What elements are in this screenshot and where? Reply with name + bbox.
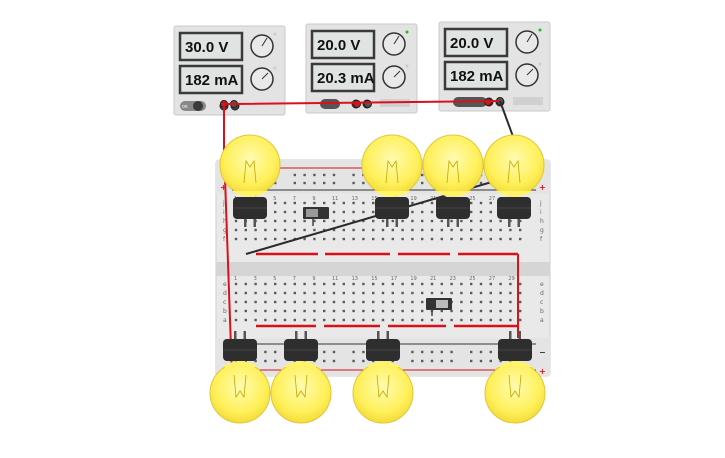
row-label: f bbox=[540, 236, 543, 243]
light-bulb-icon[interactable] bbox=[209, 331, 271, 424]
row-label: h bbox=[223, 218, 227, 225]
current-knob-icon[interactable] bbox=[515, 63, 539, 87]
row-label: d bbox=[223, 290, 227, 297]
voltage-knob-icon[interactable] bbox=[515, 30, 539, 54]
voltage-knob-icon[interactable] bbox=[382, 32, 406, 56]
voltage-readout: 20.0 V bbox=[317, 37, 360, 54]
indicator-led bbox=[273, 32, 277, 36]
board-wires bbox=[256, 252, 518, 328]
current-knob-icon[interactable] bbox=[250, 67, 274, 91]
light-bulb-icon[interactable] bbox=[483, 134, 545, 227]
voltage-display: 20.0 V bbox=[443, 27, 509, 58]
column-label: 29 bbox=[508, 276, 514, 282]
current-readout: 182 mA bbox=[185, 72, 239, 89]
column-label: 25 bbox=[469, 196, 475, 202]
column-label: 7 bbox=[293, 276, 296, 282]
column-label: 27 bbox=[489, 196, 495, 202]
voltage-readout: 30.0 V bbox=[185, 39, 228, 56]
row-label: j bbox=[539, 200, 542, 207]
column-label: 11 bbox=[332, 196, 338, 202]
column-label: 1 bbox=[234, 276, 237, 282]
row-label: f bbox=[223, 236, 226, 243]
column-label: 19 bbox=[410, 276, 416, 282]
light-bulb-icon[interactable] bbox=[219, 134, 281, 227]
voltage-display: 30.0 V bbox=[178, 31, 244, 62]
power-switch-icon[interactable]: on bbox=[180, 101, 206, 111]
light-bulb-icon[interactable] bbox=[361, 134, 423, 227]
row-label: a bbox=[223, 317, 227, 324]
column-label: 25 bbox=[469, 276, 475, 282]
power-supply[interactable]: 20.0 V 182 mA bbox=[438, 21, 551, 112]
row-label: c bbox=[223, 299, 226, 306]
light-bulb-icon[interactable] bbox=[352, 331, 414, 424]
voltage-display: 20.0 V bbox=[310, 29, 376, 60]
light-bulb-icon[interactable] bbox=[270, 331, 332, 424]
indicator-led bbox=[538, 62, 542, 66]
column-label: 13 bbox=[352, 196, 358, 202]
row-label: a bbox=[540, 317, 544, 324]
column-label: 5 bbox=[273, 196, 276, 202]
row-label: j bbox=[222, 200, 225, 207]
row-label: h bbox=[540, 218, 544, 225]
voltage-readout: 20.0 V bbox=[450, 35, 493, 52]
row-label: g bbox=[223, 227, 227, 234]
row-label: i bbox=[540, 209, 542, 216]
row-label: i bbox=[223, 209, 225, 216]
column-label: 27 bbox=[489, 276, 495, 282]
rail-plus-label-top: + bbox=[220, 183, 227, 192]
indicator-led bbox=[273, 66, 277, 70]
current-display: 20.3 mA bbox=[310, 62, 376, 93]
column-label: 21 bbox=[430, 276, 436, 282]
column-label: 7 bbox=[293, 196, 296, 202]
column-label: 3 bbox=[254, 276, 257, 282]
rail-plus-label-bottom-right: + bbox=[539, 367, 546, 376]
current-knob-icon[interactable] bbox=[382, 65, 406, 89]
power-supply[interactable]: 30.0 V 182 mA on bbox=[173, 25, 286, 116]
column-label: 19 bbox=[410, 196, 416, 202]
power-switch-label: on bbox=[182, 104, 188, 110]
row-label: g bbox=[540, 227, 544, 234]
indicator-led bbox=[538, 28, 542, 32]
wire-red-left bbox=[223, 149, 233, 377]
row-label: c bbox=[540, 299, 543, 306]
column-label: 9 bbox=[312, 196, 315, 202]
current-display: 182 mA bbox=[443, 60, 509, 91]
slide-switch-icon[interactable] bbox=[303, 207, 329, 226]
wire-red-top bbox=[224, 100, 501, 105]
indicator-led bbox=[405, 64, 409, 68]
slide-switch-icon[interactable] bbox=[426, 298, 452, 316]
column-label: 23 bbox=[450, 276, 456, 282]
column-label: 17 bbox=[391, 276, 397, 282]
current-readout: 20.3 mA bbox=[317, 70, 375, 87]
column-label: 9 bbox=[312, 276, 315, 282]
rail-plus-label-top-right: + bbox=[539, 183, 546, 192]
column-label: 15 bbox=[371, 276, 377, 282]
column-label: 15 bbox=[371, 196, 377, 202]
row-label: b bbox=[223, 308, 227, 315]
power-supply[interactable]: 20.0 V 20.3 mA bbox=[305, 23, 418, 114]
column-label: 11 bbox=[332, 276, 338, 282]
column-label: 13 bbox=[352, 276, 358, 282]
voltage-knob-icon[interactable] bbox=[250, 34, 274, 58]
current-readout: 182 mA bbox=[450, 68, 504, 85]
row-label: b bbox=[540, 308, 544, 315]
row-label: e bbox=[223, 281, 227, 288]
indicator-led bbox=[405, 30, 409, 34]
light-bulb-icon[interactable] bbox=[422, 134, 484, 227]
column-label: 5 bbox=[273, 276, 276, 282]
current-display: 182 mA bbox=[178, 64, 244, 95]
light-bulb-icon[interactable] bbox=[484, 331, 546, 424]
wire-endpoint[interactable] bbox=[353, 100, 361, 108]
row-label: d bbox=[540, 290, 544, 297]
rail-minus-label-bottom: − bbox=[539, 348, 546, 357]
row-label: e bbox=[540, 281, 544, 288]
